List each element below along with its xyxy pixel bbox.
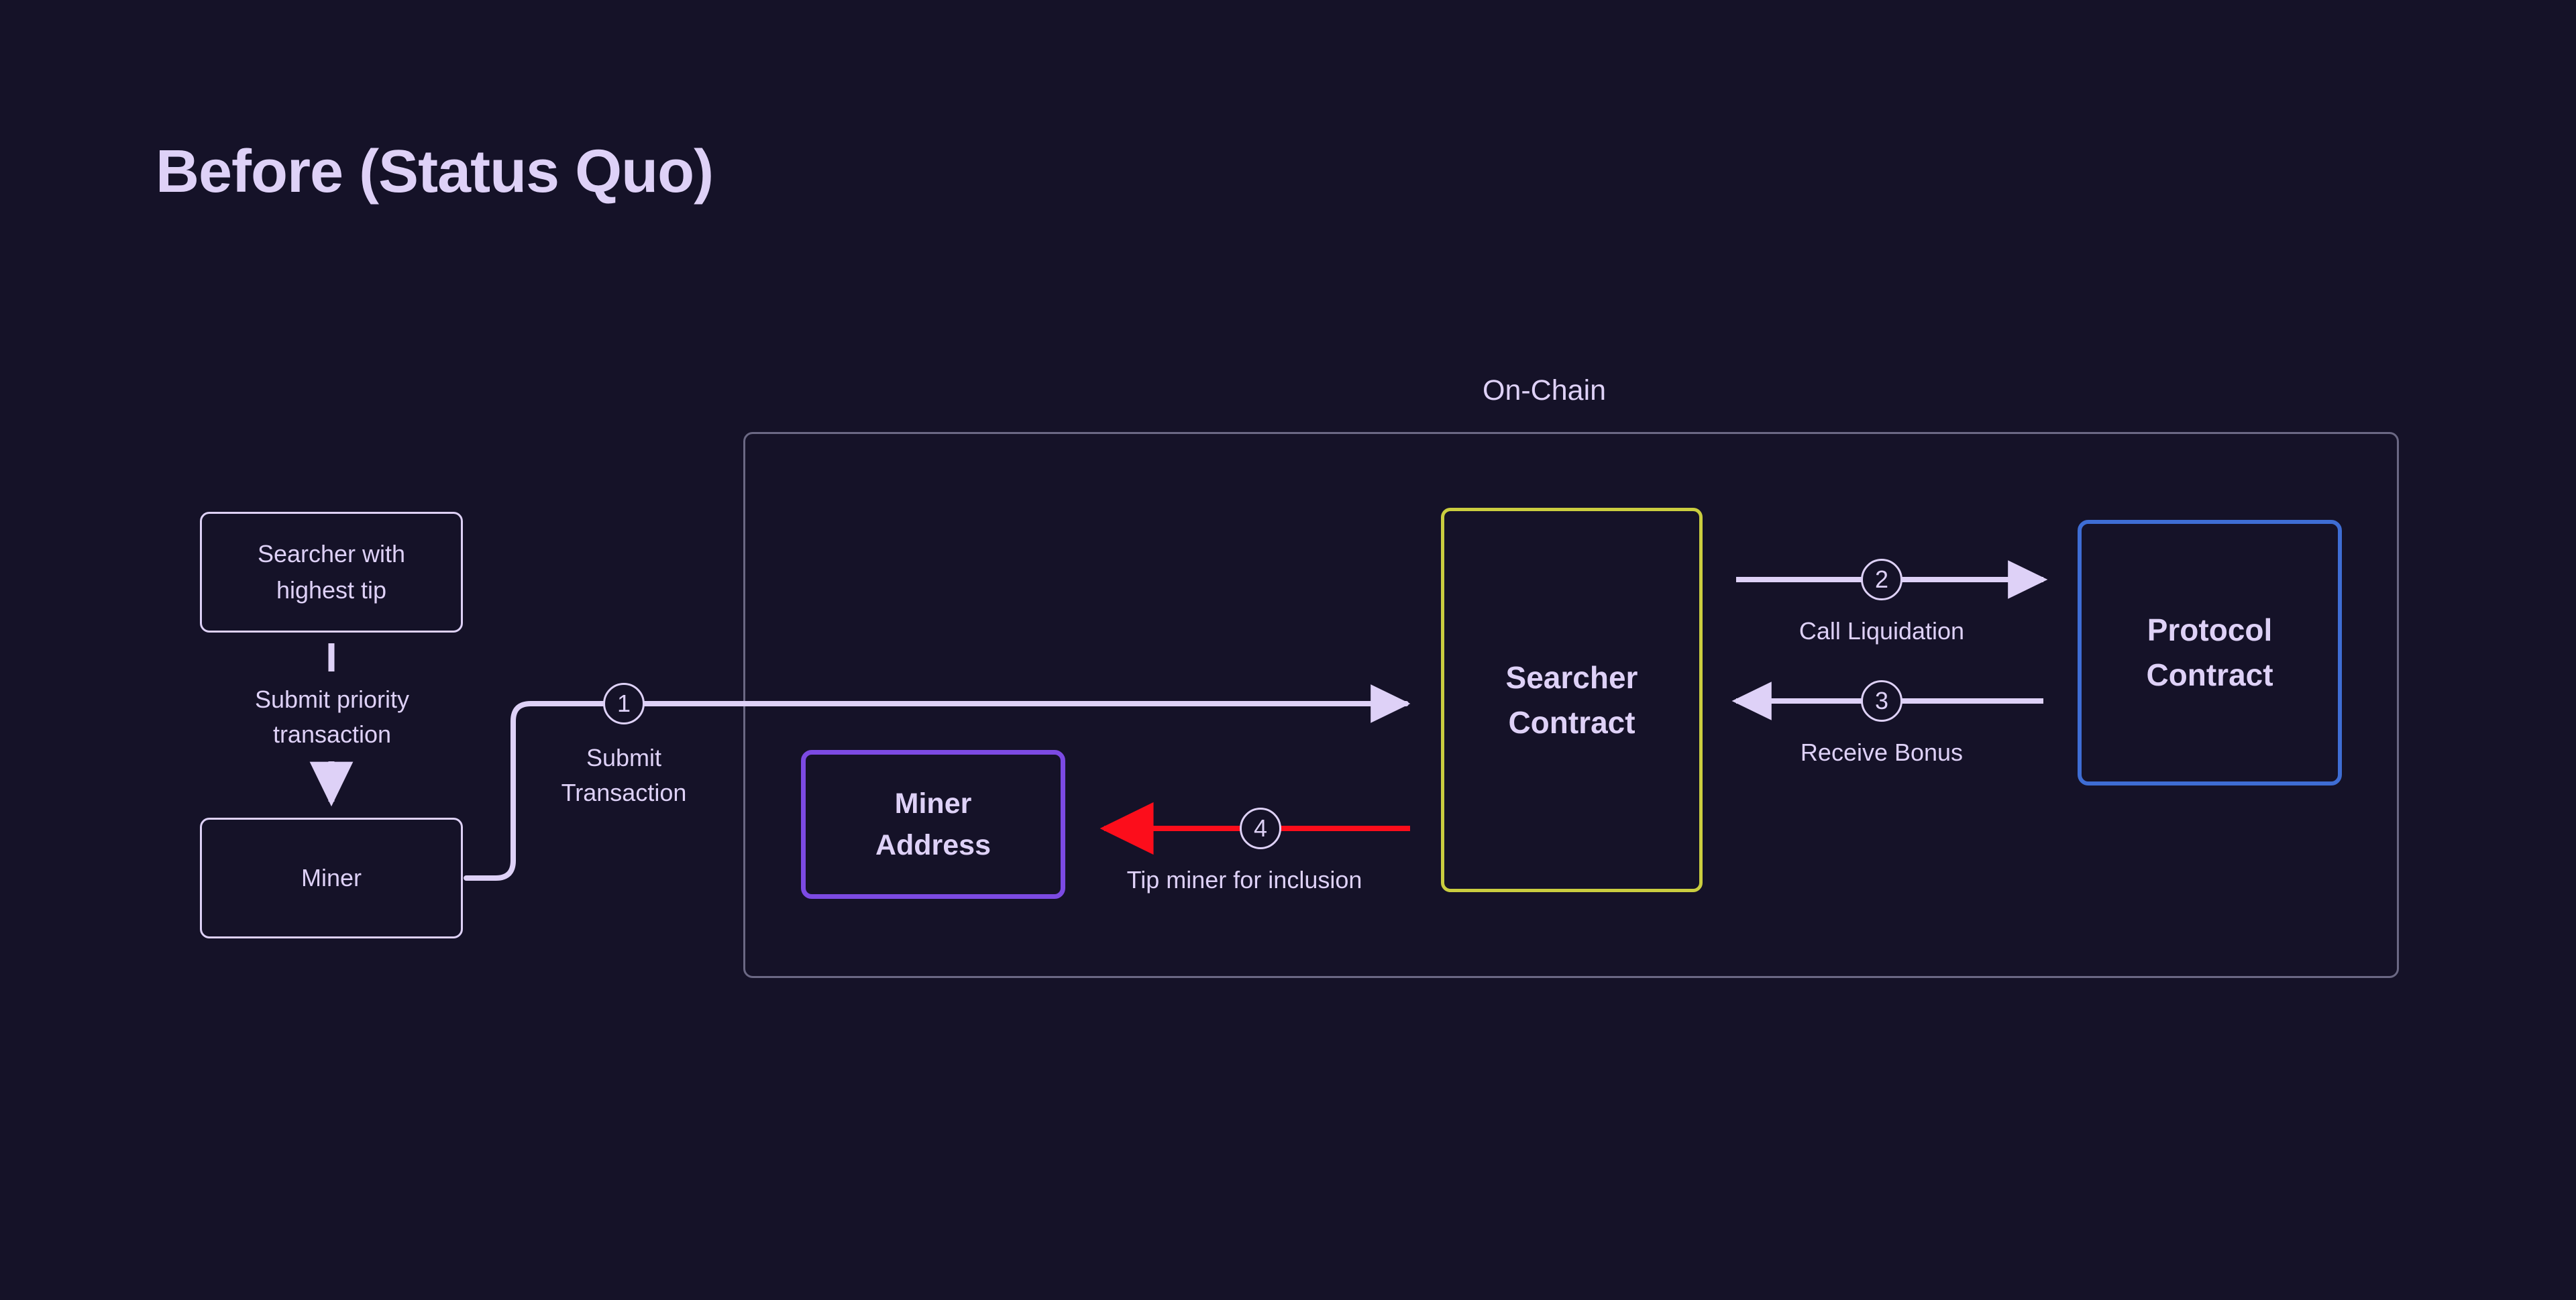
node-searcher-with-highest-tip[interactable]: Searcher with highest tip [200, 512, 463, 633]
edge-label-line2: transaction [272, 720, 392, 749]
node-label-line1: Miner [301, 864, 362, 891]
edge-label-receive-bonus: Receive Bonus [1758, 735, 2006, 770]
edge-label-call-liquidation: Call Liquidation [1758, 614, 2006, 649]
step-badge-3: 3 [1861, 680, 1902, 722]
node-protocol-contract[interactable]: Protocol Contract [2078, 520, 2342, 786]
node-miner[interactable]: Miner [200, 818, 463, 938]
edge-label-line1: Submit [586, 744, 662, 771]
node-searcher-contract[interactable]: Searcher Contract [1441, 508, 1703, 892]
node-label-line1: Miner [894, 787, 972, 820]
node-label-line2: Contract [2146, 657, 2273, 692]
node-label-line1: Searcher [1505, 659, 1638, 695]
node-label-line2: highest tip [276, 576, 387, 604]
edge-label-submit-transaction: Submit Transaction [520, 741, 728, 810]
node-miner-address[interactable]: Miner Address [801, 750, 1065, 899]
node-label-line2: Address [875, 829, 991, 861]
edge-label-submit-priority-transaction: Submit priority transaction [228, 682, 436, 752]
edge-label-line1: Receive Bonus [1800, 739, 1964, 766]
page-title: Before (Status Quo) [156, 138, 714, 205]
node-label-line1: Protocol [2147, 612, 2273, 648]
step-badge-1: 1 [603, 683, 645, 724]
step-badge-4: 4 [1240, 808, 1281, 849]
edge-label-line2: Transaction [561, 779, 687, 807]
onchain-group-label: On-Chain [1483, 374, 1607, 407]
edge-label-line1: Tip miner for inclusion [1126, 866, 1362, 893]
edge-label-line1: Call Liquidation [1799, 617, 1965, 645]
edge-label-line1: Submit priority [254, 686, 410, 713]
node-label-line2: Contract [1508, 704, 1635, 740]
edge-label-tip-miner-for-inclusion: Tip miner for inclusion [1097, 863, 1392, 898]
step-badge-2: 2 [1861, 559, 1902, 600]
node-label-line1: Searcher with [257, 540, 406, 567]
